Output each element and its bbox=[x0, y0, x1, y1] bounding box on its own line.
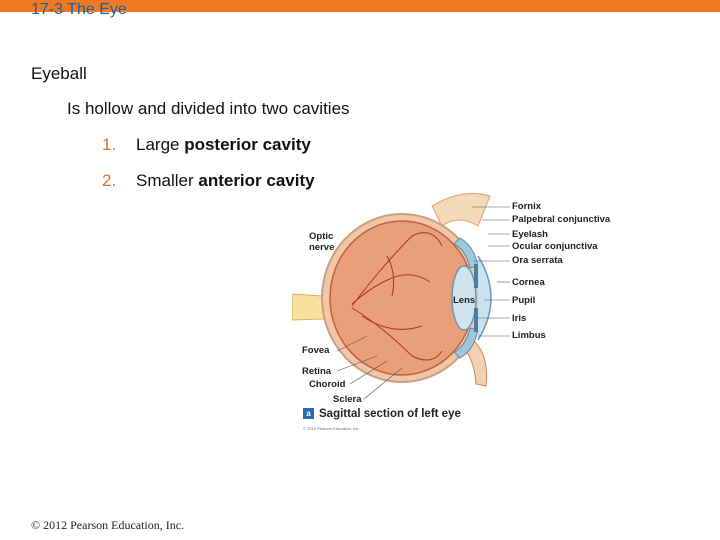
label-ocular-conjunctiva: Ocular conjunctiva bbox=[512, 241, 598, 252]
eye-diagram bbox=[292, 193, 510, 400]
iris-lower bbox=[474, 308, 479, 332]
label-cornea: Cornea bbox=[512, 277, 545, 288]
label-palpebral-conjunctiva: Palpebral conjunctiva bbox=[512, 214, 611, 225]
item-bold-term: anterior cavity bbox=[198, 171, 315, 190]
iris-upper bbox=[474, 264, 479, 288]
label-retina: Retina bbox=[302, 366, 332, 377]
label-limbus: Limbus bbox=[512, 330, 546, 341]
list-item: 1. Large posterior cavity bbox=[102, 135, 311, 155]
item-text: Smaller bbox=[136, 171, 199, 190]
blood-vessels bbox=[351, 232, 443, 361]
label-choroid: Choroid bbox=[309, 379, 346, 390]
subpoint: Is hollow and divided into two cavities bbox=[67, 99, 350, 118]
heading-eyeball: Eyeball bbox=[31, 64, 87, 83]
item-number: 2. bbox=[102, 171, 117, 190]
leader-lines bbox=[336, 206, 510, 400]
slide-title: 17-3 The Eye bbox=[31, 1, 127, 18]
figure-credit: © 2012 Pearson Education, Inc. bbox=[303, 426, 360, 431]
label-nerve: nerve bbox=[309, 242, 335, 253]
label-optic: Optic bbox=[309, 231, 334, 242]
lens bbox=[451, 265, 477, 331]
item-bold-term: posterior cavity bbox=[184, 135, 311, 154]
ciliary-body-lower bbox=[453, 327, 479, 359]
copyright: © 2012 Pearson Education, Inc. bbox=[31, 518, 185, 532]
label-eyelash: Eyelash bbox=[512, 229, 548, 240]
caption-text: Sagittal section of left eye bbox=[319, 408, 461, 420]
figure-caption: a Sagittal section of left eye bbox=[303, 408, 461, 420]
label-fovea: Fovea bbox=[302, 345, 330, 356]
label-fornix: Fornix bbox=[512, 201, 542, 212]
label-pupil: Pupil bbox=[512, 295, 536, 306]
cornea bbox=[477, 255, 492, 341]
item-number: 1. bbox=[102, 135, 117, 154]
label-ora-serrata: Ora serrata bbox=[512, 255, 563, 266]
label-lens: Lens bbox=[453, 295, 476, 306]
ciliary-body bbox=[453, 237, 479, 269]
upper-eyelid bbox=[431, 193, 491, 227]
label-sclera: Sclera bbox=[333, 394, 362, 405]
label-iris: Iris bbox=[512, 313, 527, 324]
caption-letter: a bbox=[303, 408, 314, 420]
item-text: Large bbox=[136, 135, 185, 154]
list-item: 2. Smaller anterior cavity bbox=[102, 171, 315, 191]
top-accent-bar bbox=[0, 0, 720, 12]
